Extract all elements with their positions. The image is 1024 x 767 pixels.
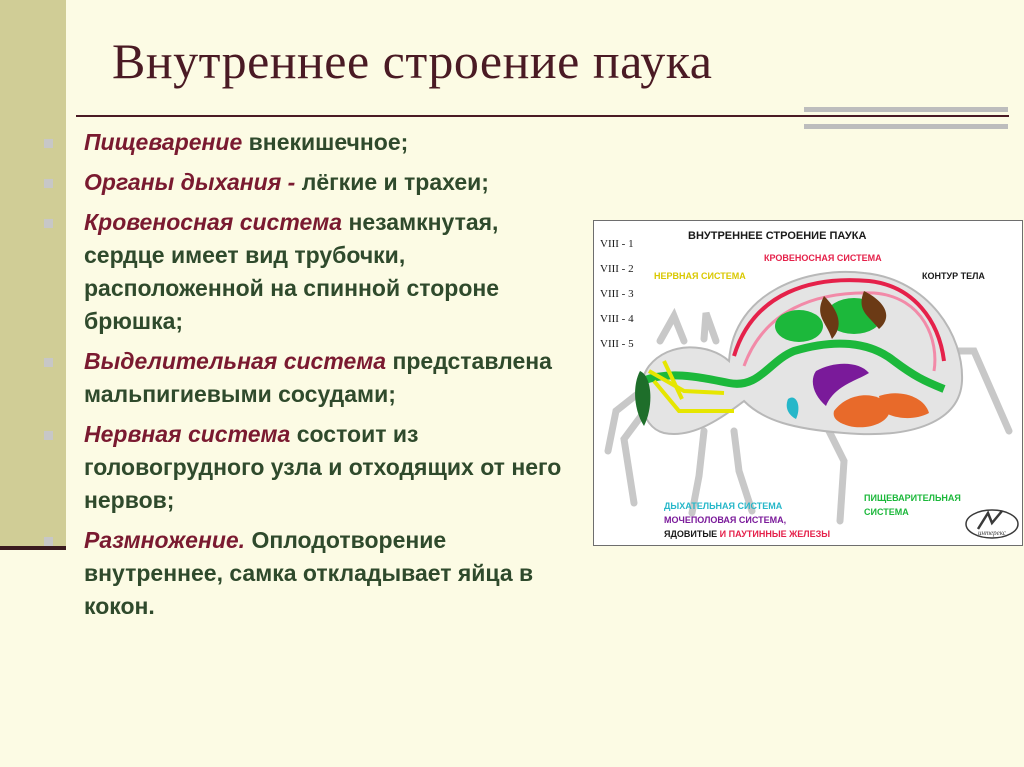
label-circulatory: КРОВЕНОСНАЯ СИСТЕМА [764,253,882,263]
slide-title: Внутреннее строение паука [112,33,713,89]
title-rule [76,115,1009,117]
spider-anatomy-diagram: ВНУТРЕННЕЕ СТРОЕНИЕ ПАУКА VIII - 1 VIII … [593,220,1023,546]
segment-label: VIII - 4 [600,313,634,325]
bullet-item: Кровеносная система незамкнутая, сердце … [44,206,584,338]
lung-book-2 [861,291,887,329]
silk-gland-2 [879,393,929,419]
segment-label: VIII - 3 [600,288,634,300]
label-respiratory: ДЫХАТЕЛЬНАЯ СИСТЕМА [664,501,783,511]
bullet-text: лёгкие и трахеи; [295,169,489,195]
label-reproductive: МОЧЕПОЛОВАЯ СИСТЕМА, [664,515,786,525]
diagram-title: ВНУТРЕННЕЕ СТРОЕНИЕ ПАУКА [688,230,866,242]
bullet-item: Выделительная система представлена мальп… [44,345,584,411]
chelicera [635,371,651,426]
publisher-logo: интерекс [965,509,1019,539]
bullet-text: Оплодотворение внутреннее, самка отклады… [84,527,534,619]
bullet-term: Кровеносная система [84,209,343,235]
bullet-term: Органы дыхания - [84,169,296,195]
trachea [786,397,799,419]
label-digestive-line1: ПИЩЕВАРИТЕЛЬНАЯ [864,493,961,503]
bullet-marker-icon [44,358,53,367]
bullet-term: Выделительная система [84,348,387,374]
circulatory-vessel-secondary [742,291,937,372]
segment-label: VIII - 2 [600,263,634,275]
bullet-text: представлена мальпигиевыми сосудами; [84,348,552,407]
bullet-term: Пищеварение [84,129,243,155]
segment-labels: VIII - 1 VIII - 2 VIII - 3 VIII - 4 VIII… [600,238,634,350]
bullet-text: внекишечное; [242,129,409,155]
title-rule-accent [804,107,1008,129]
bullet-marker-icon [44,219,53,228]
publisher-name: интерекс [978,529,1007,537]
bullet-item: Нервная система состоит из головогрудног… [44,418,584,517]
bullet-item: Органы дыхания - лёгкие и трахеи; [44,166,584,199]
spider-anatomy-figure: ВНУТРЕННЕЕ СТРОЕНИЕ ПАУКА VIII - 1 VIII … [600,230,1019,539]
bullet-item: Размножение. Оплодотворение внутреннее, … [44,524,584,623]
digestive-tract [640,339,946,393]
bullet-list: Пищеварение внекишечное; Органы дыхания … [44,126,584,630]
segment-label: VIII - 5 [600,338,634,350]
bullet-item: Пищеварение внекишечное; [44,126,584,159]
label-silk: И ПАУТИННЫЕ ЖЕЛЕЗЫ [717,529,830,539]
bullet-marker-icon [44,431,53,440]
segment-label: VIII - 1 [600,238,634,250]
bullet-marker-icon [44,139,53,148]
lung-book [820,296,839,339]
label-nervous: НЕРВНАЯ СИСТЕМА [654,271,746,281]
bullet-marker-icon [44,179,53,188]
nervous-system [648,360,734,413]
left-decor-line [0,546,66,550]
bullet-text: незамкнутая, сердце имеет вид трубочки, … [84,209,500,334]
label-venom-silk: ЯДОВИТЫЕ И ПАУТИННЫЕ ЖЕЛЕЗЫ [664,529,830,539]
bullet-text: состоит из головогрудного узла и отходящ… [84,421,562,513]
circulatory-vessel [732,278,946,362]
label-venom: ЯДОВИТЫЕ [664,529,717,539]
left-decor-band [0,0,66,548]
bullet-term: Размножение. [84,527,246,553]
digestive-gland [775,310,823,342]
label-contour: КОНТУР ТЕЛА [922,271,985,281]
bullet-term: Нервная система [84,421,291,447]
label-digestive-line2: СИСТЕМА [864,507,909,517]
silk-gland [833,395,890,428]
bullet-marker-icon [44,537,53,546]
reproductive-organ [812,363,869,406]
